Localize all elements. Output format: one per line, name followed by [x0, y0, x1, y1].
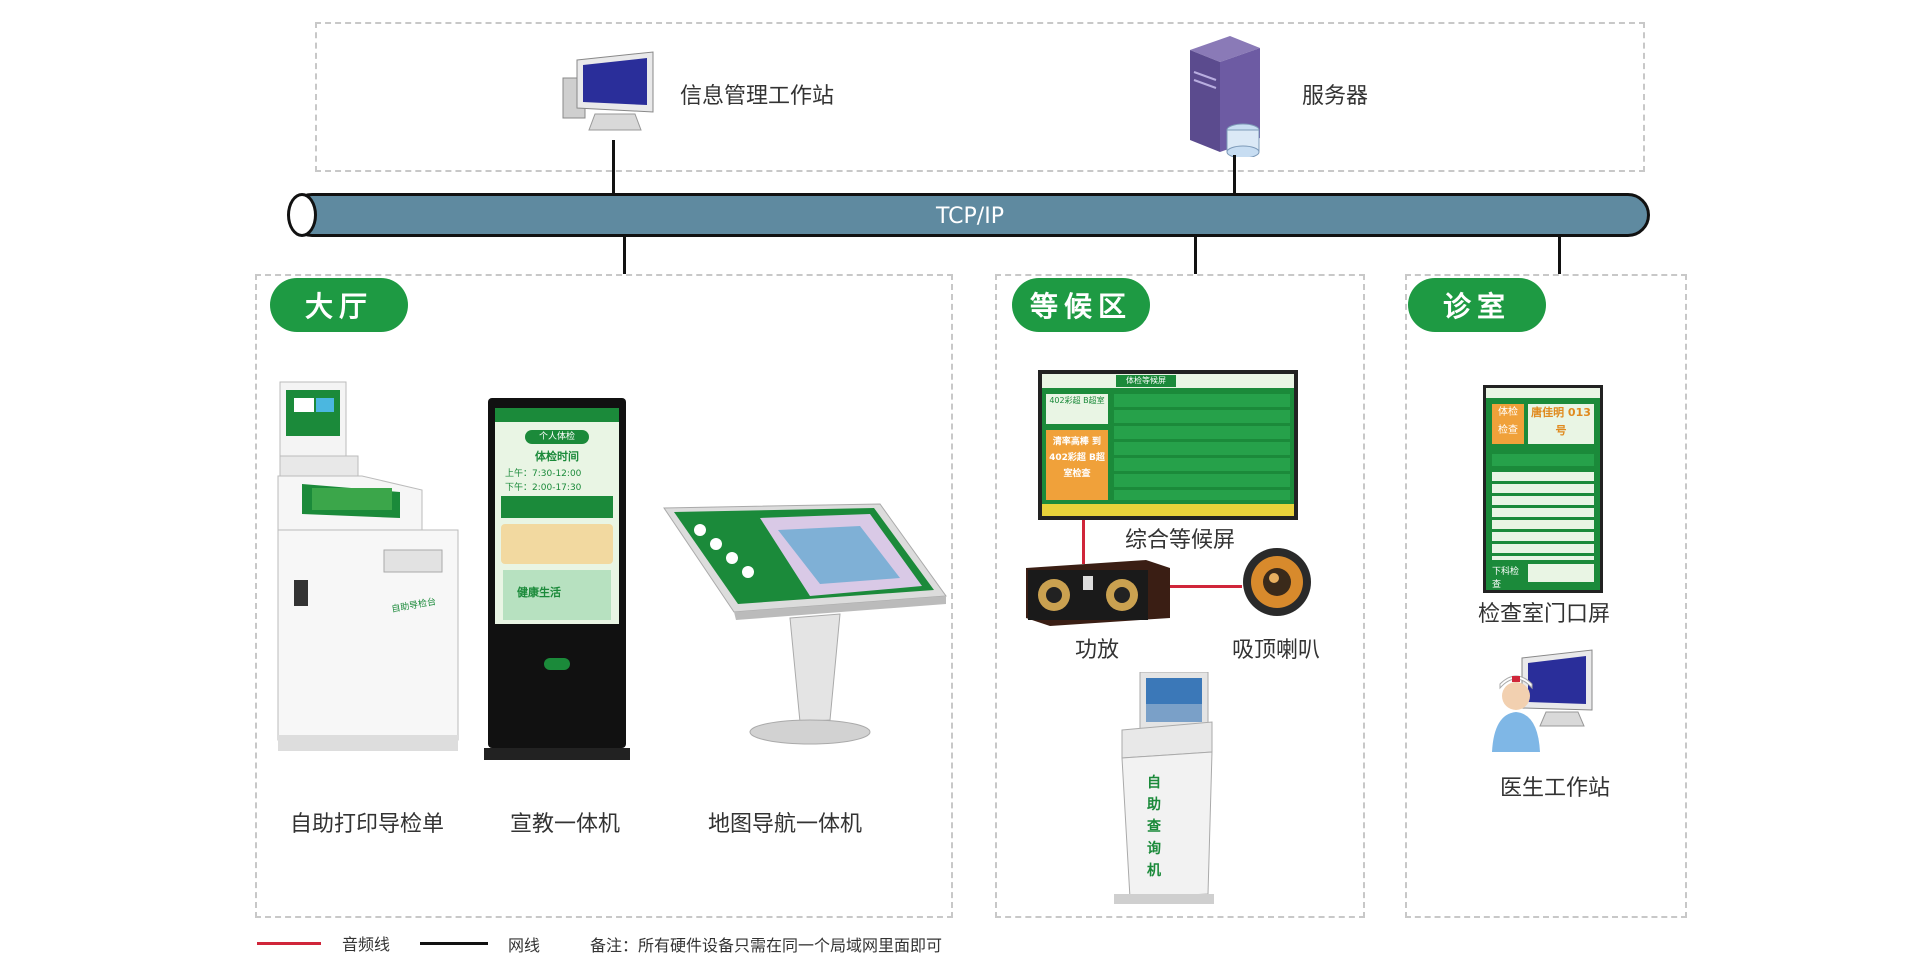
legend-audio-line — [257, 942, 321, 945]
legend-network-line — [420, 942, 488, 945]
door-footer: 下科检查 — [1492, 567, 1520, 590]
hall-connector — [623, 236, 626, 274]
room-connector — [1558, 236, 1561, 274]
door-screen: 体检 检查 唐佳明 013号 下科检查 — [1483, 385, 1603, 593]
waiting-title: 等候区 — [1012, 278, 1150, 332]
self-query-kiosk: 自助查询机 — [1104, 671, 1224, 904]
workstation-label: 信息管理工作站 — [680, 84, 835, 109]
top-region — [315, 22, 1645, 172]
query-kiosk-text: 自助查询机 — [1147, 775, 1161, 879]
server-connector — [1233, 155, 1236, 195]
server-icon — [1180, 32, 1280, 159]
server-label: 服务器 — [1302, 84, 1369, 109]
hall-device-2-label: 宣教一体机 — [510, 812, 621, 837]
amplifier-icon — [1026, 560, 1170, 626]
legend-audio-label: 音频线 — [342, 935, 391, 954]
waiting-connector — [1194, 236, 1197, 274]
waiting-header: 体检等候屏 — [1116, 375, 1176, 387]
door-title: 体检 检查 — [1492, 404, 1524, 444]
legend-network-label: 网线 — [508, 936, 541, 955]
hall-zone — [255, 274, 953, 918]
audio-line-amp-speaker — [1168, 585, 1242, 588]
edu-title: 个人体检 — [525, 430, 589, 444]
edu-am: 上午：7:30-12:00 — [505, 469, 582, 479]
hall-device-3-label: 地图导航一体机 — [708, 812, 863, 837]
workstation-monitor-icon — [555, 48, 665, 138]
room-device-2-label: 医生工作站 — [1500, 776, 1611, 801]
edu-pm: 下午：2:00-17:30 — [505, 483, 582, 493]
ceiling-speaker-icon — [1240, 545, 1314, 619]
legend-note: 备注：所有硬件设备只需在同一个局域网里面即可 — [590, 936, 943, 955]
hall-device-1-label: 自助打印导检单 — [290, 812, 445, 837]
waiting-device-3-label: 吸顶喇叭 — [1232, 638, 1321, 663]
waiting-device-1-label: 综合等候屏 — [1125, 528, 1236, 553]
doctor-workstation-icon — [1488, 648, 1598, 754]
edu-time-title: 体检时间 — [535, 450, 579, 463]
waiting-device-2-label: 功放 — [1075, 638, 1120, 663]
room-title: 诊室 — [1408, 278, 1546, 332]
door-name: 唐佳明 013号 — [1528, 404, 1594, 444]
edu-footer: 健康生活 — [517, 586, 561, 599]
workstation-connector — [612, 140, 615, 195]
waiting-zone — [995, 274, 1365, 918]
map-navigation-kiosk — [660, 500, 950, 750]
waiting-screen: 体检等候屏 402彩超 B超室 清率高棒 到402彩超 B超室检查 — [1038, 370, 1298, 520]
hall-title: 大厅 — [270, 278, 408, 332]
room-device-1-label: 检查室门口屏 — [1478, 602, 1611, 627]
tcpip-bus: TCP/IP — [290, 193, 1650, 237]
bus-end-cap — [287, 193, 317, 237]
waiting-room-2: 清率高棒 到402彩超 B超室检查 — [1046, 430, 1108, 500]
waiting-room-1: 402彩超 B超室 — [1046, 394, 1108, 424]
education-screen: 个人体检 体检时间 上午：7:30-12:00 下午：2:00-17:30 健康… — [484, 398, 630, 760]
self-print-kiosk: 自助导检台 — [272, 380, 462, 755]
bus-label: TCP/IP — [936, 204, 1004, 229]
room-zone — [1405, 274, 1687, 918]
audio-line-screen-amp — [1082, 520, 1085, 564]
